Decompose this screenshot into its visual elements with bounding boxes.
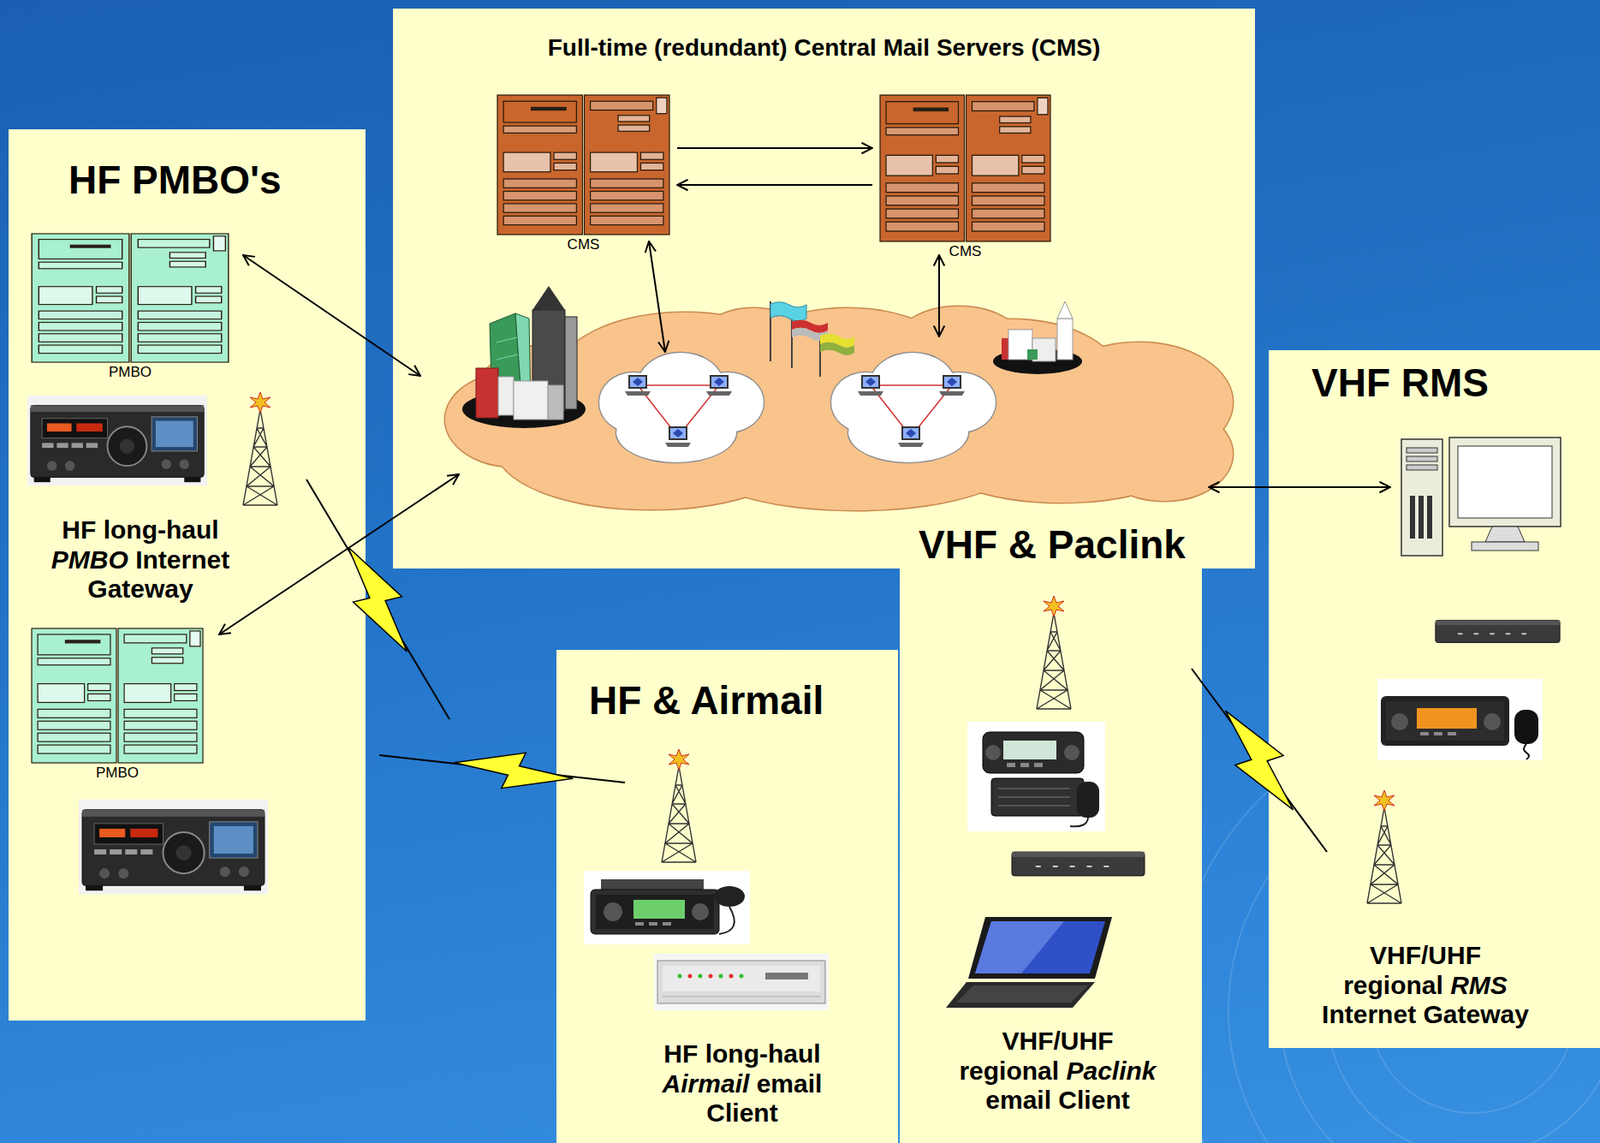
italic-word: Airmail <box>662 1069 750 1098</box>
server-label: CMS <box>489 236 678 254</box>
city-buildings <box>496 354 518 360</box>
radio-link <box>1191 668 1327 852</box>
lan-cloud <box>706 374 732 396</box>
lan-cloud <box>848 402 969 463</box>
lan-cloud <box>616 402 737 463</box>
text-slot: HF PMBO's <box>68 157 282 203</box>
network-arrow <box>938 255 940 337</box>
lan-cloud <box>898 426 924 447</box>
lan-cloud <box>665 426 691 447</box>
antenna-tower <box>243 392 278 506</box>
flags <box>820 342 855 356</box>
text-slot: VHF/UHF regional Paclink email Client <box>952 1026 1163 1116</box>
city-buildings <box>498 376 514 416</box>
radio-equipment <box>1435 619 1560 643</box>
city-buildings <box>565 316 577 410</box>
server-label: CMS <box>872 243 1059 261</box>
replication-arrow <box>677 147 873 149</box>
city-buildings <box>993 301 1083 375</box>
flags <box>770 301 855 377</box>
italic-word: RMS <box>1450 970 1508 1000</box>
server-picture <box>880 95 1051 242</box>
network-arrow <box>243 255 421 376</box>
radio-equipment <box>1011 851 1145 876</box>
network-arrow <box>1208 486 1391 488</box>
city-buildings <box>513 380 548 420</box>
text-slot: Full-time (redundant) Central Mail Serve… <box>392 34 1256 62</box>
panel-heading: VHF RMS <box>1311 360 1489 406</box>
lan-cloud <box>637 384 720 387</box>
radio-equipment <box>583 870 750 945</box>
city-buildings <box>475 368 499 418</box>
city-buildings <box>1027 349 1038 360</box>
lan-cloud <box>939 374 965 396</box>
gateway-caption: VHF/UHF regional RMS Internet Gateway <box>1318 940 1533 1030</box>
city-buildings <box>547 385 564 420</box>
server-picture <box>31 233 229 363</box>
replication-arrow <box>677 184 873 186</box>
radio-link <box>452 745 576 796</box>
panel-title: Full-time (redundant) Central Mail Serve… <box>392 34 1256 62</box>
server-picture <box>497 95 670 235</box>
lan-cloud <box>624 374 651 396</box>
radio-equipment <box>1377 678 1543 761</box>
antenna-tower <box>1367 790 1402 904</box>
antenna-tower <box>1036 595 1071 709</box>
city-buildings <box>496 337 518 343</box>
internet-cloud <box>445 306 1233 511</box>
gateway-caption: HF long-haul PMBO Internet Gateway <box>29 515 252 605</box>
panel-heading: VHF & Paclink <box>918 522 1186 568</box>
client-caption: VHF/UHF regional Paclink email Client <box>952 1026 1163 1116</box>
lan-cloud <box>616 402 737 463</box>
city-buildings <box>532 285 566 310</box>
antenna-tower <box>661 749 696 863</box>
lan-cloud <box>870 384 952 387</box>
server-label: PMBO <box>23 363 237 381</box>
client-caption: HF long-haul Airmail email Client <box>635 1039 850 1129</box>
text-slot: VHF RMS <box>1311 360 1489 406</box>
italic-word: PMBO <box>51 545 129 574</box>
text-slot: VHF & Paclink <box>918 522 1186 568</box>
internet-cloud <box>445 306 1233 511</box>
lan-cloud <box>857 374 884 396</box>
server-picture <box>31 628 203 763</box>
lan-cloud <box>599 352 996 463</box>
server-label: PMBO <box>23 764 211 782</box>
radio-equipment <box>1401 437 1561 556</box>
radio-equipment <box>78 799 268 895</box>
radio-link <box>327 536 429 663</box>
city-buildings <box>1057 318 1073 360</box>
network-arrow <box>219 241 1391 635</box>
lan-cloud <box>599 352 996 463</box>
italic-word: Paclink <box>1065 1056 1156 1085</box>
radio-equipment <box>27 395 1561 1011</box>
radio-link <box>1206 698 1313 822</box>
lan-cloud <box>848 402 969 463</box>
radio-equipment <box>27 395 208 486</box>
text-slot: HF & Airmail <box>588 678 824 724</box>
city-buildings <box>1057 301 1073 319</box>
panel-heading: HF & Airmail <box>588 678 824 724</box>
internet-cloud <box>445 306 1233 511</box>
network-arrow <box>219 474 459 635</box>
radio-equipment <box>654 953 829 1011</box>
antenna-tower <box>243 392 1402 904</box>
panel-heading: HF PMBO's <box>68 157 282 203</box>
radio-equipment <box>945 916 1113 1008</box>
network-arrow <box>648 241 666 352</box>
flags <box>770 302 807 322</box>
radio-link <box>306 479 1327 852</box>
text-slot: HF long-haul PMBO Internet Gateway <box>29 515 252 605</box>
radio-equipment <box>967 721 1106 832</box>
text-slot: HF long-haul Airmail email Client <box>635 1039 850 1129</box>
lan-cloud <box>599 352 996 463</box>
text-slot: VHF/UHF regional RMS Internet Gateway <box>1318 940 1533 1030</box>
radio-link <box>306 479 450 720</box>
city-buildings <box>462 285 586 429</box>
